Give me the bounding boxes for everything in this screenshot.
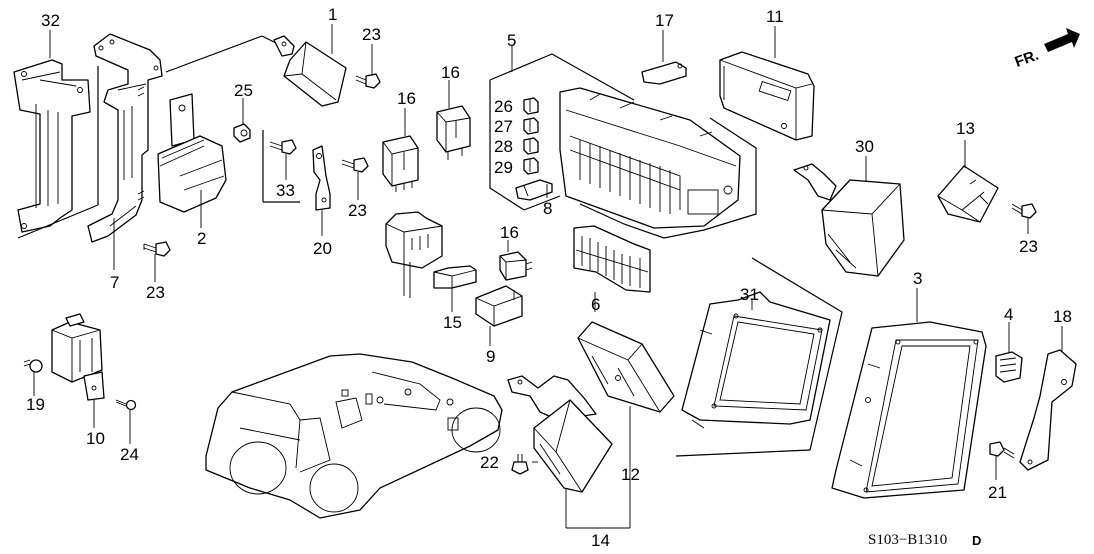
part-control-unit-12[interactable]	[577, 321, 675, 413]
callout-28[interactable]: 28	[494, 137, 513, 156]
part-fuse-puller-8[interactable]	[515, 179, 553, 201]
callout-26[interactable]: 26	[494, 97, 513, 116]
callout-23-right[interactable]: 23	[1019, 237, 1038, 256]
part-control-module-11[interactable]	[719, 51, 815, 141]
callout-29[interactable]: 29	[494, 158, 513, 177]
part-clip-19[interactable]	[23, 359, 43, 373]
callout-27[interactable]: 27	[494, 117, 513, 136]
leader-lines	[33, 24, 1063, 529]
callout-20[interactable]: 20	[313, 239, 332, 258]
callout-6[interactable]: 6	[591, 295, 600, 314]
part-ecu-module-3[interactable]	[831, 321, 987, 499]
callout-4[interactable]: 4	[1004, 305, 1013, 324]
part-fuse-box-cover-6[interactable]	[573, 225, 651, 293]
part-fuse-27[interactable]	[523, 117, 539, 135]
part-stay-20[interactable]	[312, 145, 331, 211]
part-bracket-7[interactable]	[87, 33, 163, 243]
callout-19[interactable]: 19	[26, 395, 45, 414]
part-bracket-18[interactable]	[1019, 349, 1077, 471]
callout-13[interactable]: 13	[956, 119, 975, 138]
part-fuse-29[interactable]	[523, 157, 539, 175]
callout-30[interactable]: 30	[855, 137, 874, 156]
part-bolt-23-right[interactable]	[1011, 203, 1037, 219]
diagram-code: S103−B1310	[868, 532, 947, 548]
callout-24[interactable]: 24	[120, 445, 139, 464]
part-fuse-26[interactable]	[523, 97, 539, 115]
part-nut-25[interactable]	[233, 123, 251, 143]
part-bolt-21[interactable]	[989, 441, 1015, 459]
part-relay-9[interactable]	[475, 285, 523, 327]
callout-33[interactable]: 33	[276, 181, 295, 200]
callout-3[interactable]: 3	[913, 269, 922, 288]
part-relay-connector-17[interactable]	[641, 61, 687, 85]
callout-16-a[interactable]: 16	[397, 89, 416, 108]
part-bolt-23-top[interactable]	[355, 73, 381, 89]
callout-labels: 32 1 23 25 16 16 33 23 20 2 7 23 5 17 11…	[26, 5, 1072, 550]
part-screw-24[interactable]	[115, 399, 137, 411]
part-diode-15[interactable]	[433, 265, 477, 289]
callout-14[interactable]: 14	[591, 531, 610, 550]
callout-23-top[interactable]: 23	[362, 25, 381, 44]
callout-23-middle[interactable]: 23	[348, 201, 367, 220]
callout-23-left[interactable]: 23	[146, 283, 165, 302]
part-control-unit-30[interactable]	[793, 163, 905, 277]
callout-31[interactable]: 31	[740, 285, 759, 304]
callout-17[interactable]: 17	[655, 11, 674, 30]
callout-21[interactable]: 21	[988, 483, 1007, 502]
part-fuse-28[interactable]	[523, 137, 539, 155]
part-control-unit-14[interactable]	[507, 375, 613, 493]
part-bolt-23-left[interactable]	[143, 241, 171, 257]
part-connector-clip-4[interactable]	[995, 351, 1023, 383]
callout-12[interactable]: 12	[621, 465, 640, 484]
part-relay-16-a[interactable]	[382, 135, 419, 192]
part-relay-10[interactable]	[51, 313, 105, 401]
part-bracket-32[interactable]	[13, 59, 91, 233]
callout-9[interactable]: 9	[486, 347, 495, 366]
callout-8[interactable]: 8	[543, 199, 552, 218]
callout-15[interactable]: 15	[443, 313, 462, 332]
part-relay-13[interactable]	[937, 165, 999, 223]
callout-25[interactable]: 25	[234, 81, 253, 100]
part-relay-16-b[interactable]	[436, 105, 471, 160]
vehicle-illustration	[205, 353, 503, 519]
callout-16-b[interactable]: 16	[441, 63, 460, 82]
part-ecu-module-31[interactable]	[681, 291, 831, 429]
callout-2[interactable]: 2	[197, 229, 206, 248]
callout-1[interactable]: 1	[328, 5, 337, 24]
part-fuse-relay-box-5[interactable]	[559, 87, 741, 229]
callout-10[interactable]: 10	[86, 429, 105, 448]
callout-5[interactable]: 5	[507, 31, 516, 50]
part-bolt-23-middle[interactable]	[341, 157, 369, 173]
part-bolt-22[interactable]	[511, 454, 529, 475]
callout-18[interactable]: 18	[1053, 307, 1072, 326]
callout-32[interactable]: 32	[41, 11, 60, 30]
part-control-unit-2[interactable]	[157, 93, 227, 213]
part-bolt-33[interactable]	[269, 139, 297, 155]
direction-indicator	[1044, 28, 1080, 52]
part-relay-1[interactable]	[273, 35, 347, 107]
part-relay-socket[interactable]	[385, 211, 443, 298]
callout-11[interactable]: 11	[766, 7, 784, 26]
arrow-right-icon	[1044, 28, 1080, 52]
callout-16-c[interactable]: 16	[500, 223, 519, 242]
direction-label: FR.	[1013, 47, 1042, 71]
part-relay-16-c[interactable]	[499, 251, 533, 281]
diagram-code-suffix: D	[972, 533, 981, 548]
callout-22[interactable]: 22	[480, 453, 499, 472]
callout-7[interactable]: 7	[110, 273, 119, 292]
